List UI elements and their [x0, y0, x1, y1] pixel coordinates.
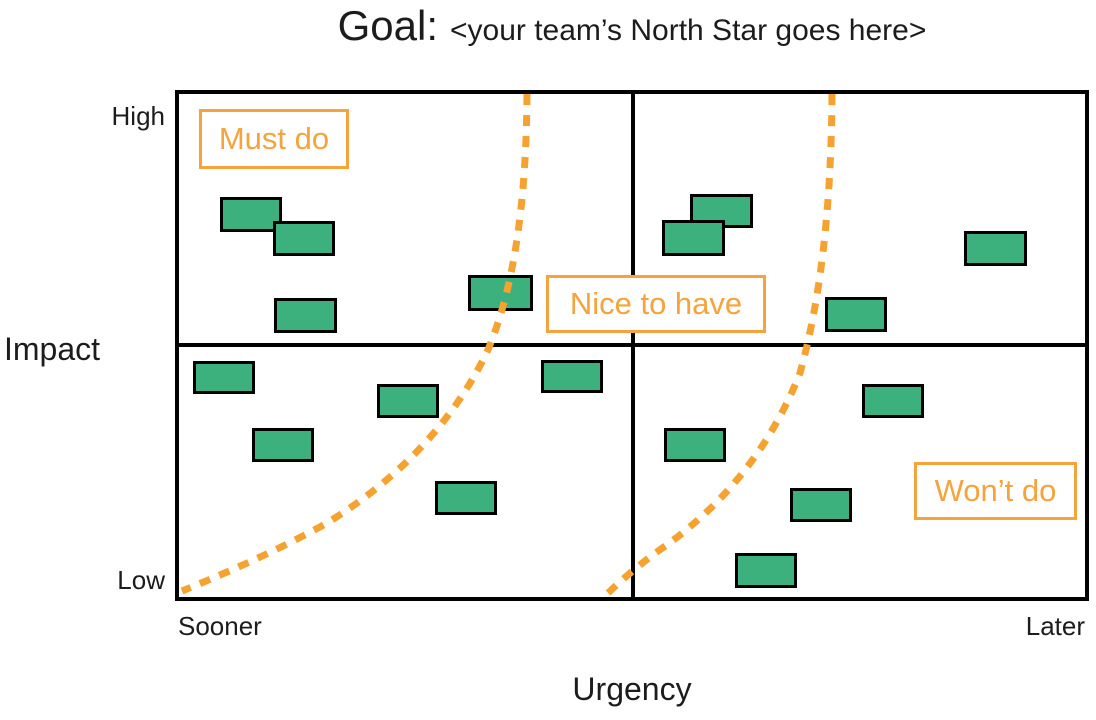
label-must-do-text: Must do	[218, 121, 330, 156]
y-axis-low-label: Low	[117, 565, 165, 595]
sticky-note[interactable]	[964, 231, 1027, 266]
x-axis-sooner-label: Sooner	[178, 611, 262, 641]
label-wont-do-text: Won’t do	[934, 473, 1057, 508]
diagram-title: Goal: <your team’s North Star goes here>	[175, 2, 1089, 58]
sticky-note[interactable]	[274, 298, 337, 333]
sticky-note[interactable]	[862, 384, 924, 418]
goal-placeholder-text: <your team’s North Star goes here>	[450, 14, 927, 47]
sticky-note[interactable]	[541, 360, 603, 393]
label-nice-to-have-text: Nice to have	[569, 286, 743, 321]
sticky-note[interactable]	[662, 220, 725, 256]
y-axis-title: Impact	[4, 331, 101, 367]
sticky-note[interactable]	[377, 384, 439, 418]
sticky-note[interactable]	[825, 297, 887, 332]
goal-label: Goal:	[337, 2, 438, 49]
sticky-note[interactable]	[664, 428, 726, 462]
x-axis-later-label: Later	[1025, 611, 1085, 641]
sticky-note[interactable]	[252, 428, 314, 462]
sticky-note[interactable]	[435, 481, 497, 515]
sticky-note[interactable]	[735, 553, 797, 588]
sticky-note[interactable]	[468, 275, 533, 311]
sticky-note[interactable]	[193, 361, 255, 394]
sticky-note[interactable]	[790, 488, 852, 522]
horizontal-divider-line	[175, 343, 1089, 347]
sticky-note[interactable]	[273, 221, 335, 256]
y-axis-high-label: High	[111, 101, 165, 131]
x-axis-title: Urgency	[572, 671, 692, 707]
label-must-do[interactable]: Must do	[199, 109, 349, 169]
label-wont-do[interactable]: Won’t do	[914, 462, 1077, 520]
label-nice-to-have[interactable]: Nice to have	[546, 275, 766, 333]
